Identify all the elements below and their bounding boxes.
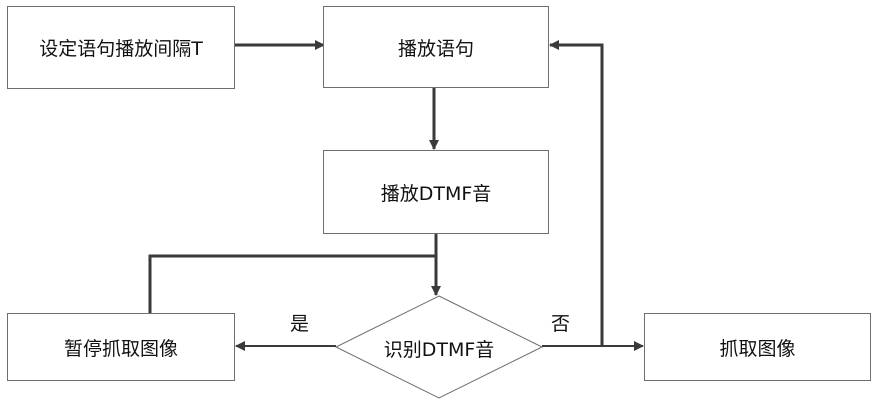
node-identify-dtmf: 识别DTMF音 [336, 325, 542, 371]
node-play-sentence: 播放语句 [323, 6, 549, 88]
edge-label-yes: 是 [290, 309, 309, 336]
node-capture-image: 抓取图像 [644, 313, 871, 381]
edge-label-no: 否 [551, 309, 570, 336]
arrow-loop-to-play [550, 45, 602, 346]
node-play-dtmf: 播放DTMF音 [323, 150, 549, 234]
arrow-pause-loop [150, 256, 436, 313]
node-pause-capture: 暂停抓取图像 [7, 313, 235, 381]
node-set-interval: 设定语句播放间隔T [7, 6, 235, 89]
